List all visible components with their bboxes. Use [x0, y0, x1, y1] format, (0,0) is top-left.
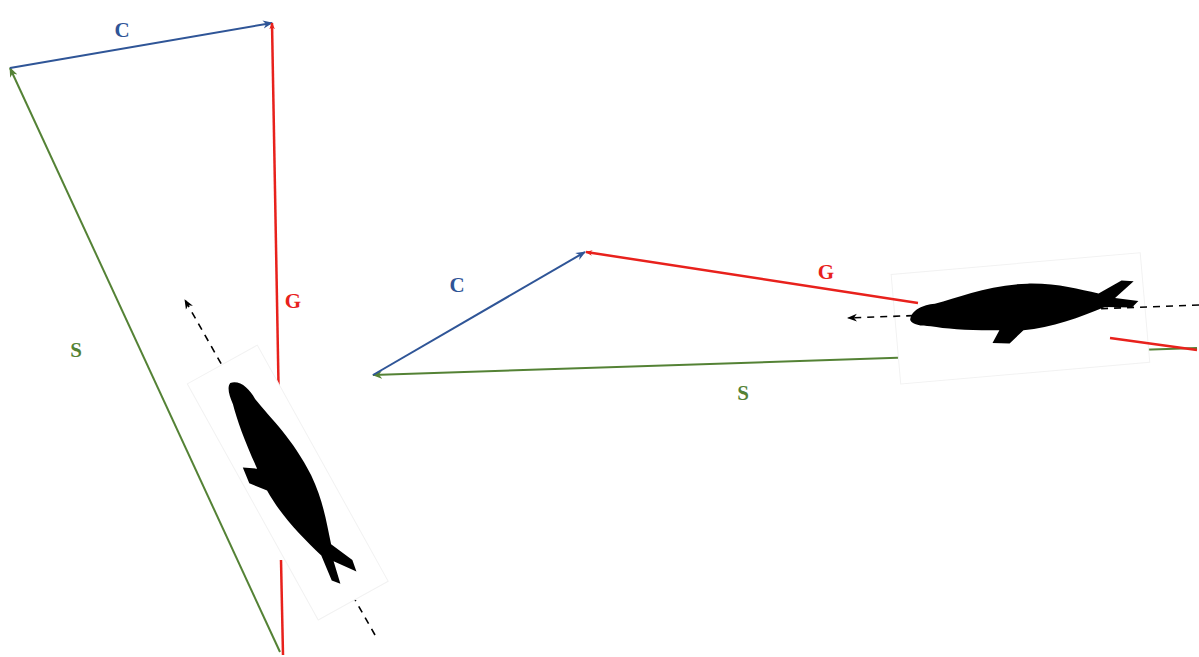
seal-silhouette	[202, 370, 364, 599]
seal-silhouette	[908, 274, 1141, 352]
ground-label: G	[285, 291, 301, 312]
current-label: C	[114, 20, 129, 41]
right-vector-triangle	[373, 252, 1199, 384]
photo-patch	[187, 345, 388, 620]
ground-label: G	[818, 262, 834, 283]
ground-vector	[281, 560, 283, 655]
swim-label: S	[70, 340, 82, 361]
swim-label: S	[737, 383, 749, 404]
left-vector-triangle	[10, 23, 388, 655]
photo-patch	[891, 253, 1150, 384]
current-vector	[10, 23, 272, 68]
current-vector	[373, 252, 585, 375]
ground-vector	[586, 252, 918, 303]
ground-vector	[1110, 338, 1197, 350]
ground-vector	[272, 23, 279, 412]
current-label: C	[449, 275, 464, 296]
